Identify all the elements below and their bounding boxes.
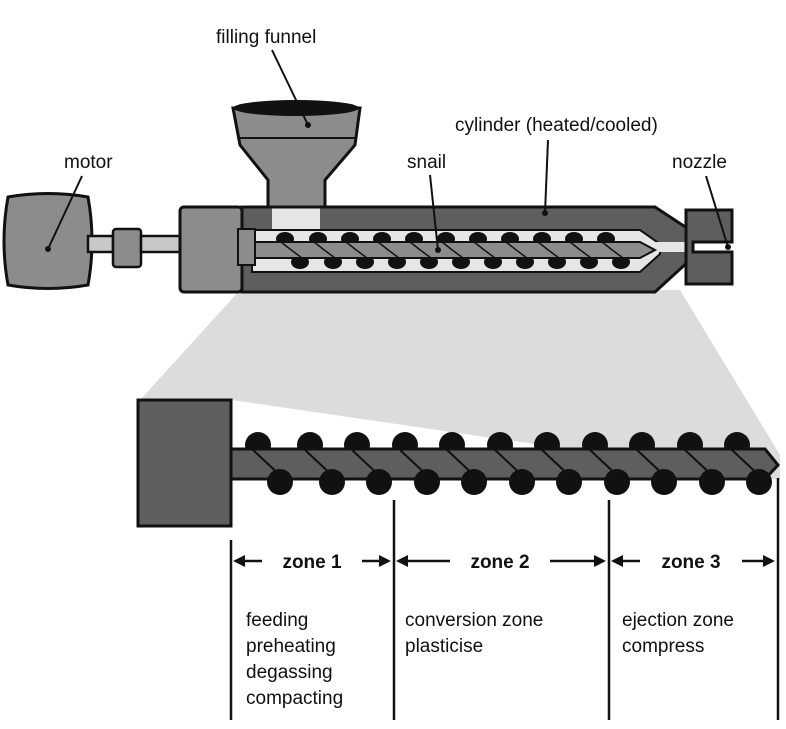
small-flight-edge: [345, 241, 368, 259]
drive-shaft: [86, 227, 183, 269]
nozzle: [684, 208, 734, 286]
large-flight-bottom: [414, 469, 440, 495]
zone-1-heading: zone 1: [282, 552, 342, 573]
large-screw-flights-front: [251, 448, 772, 495]
cylinder-label: cylinder (heated/cooled): [455, 115, 658, 136]
motor: [2, 192, 94, 290]
nozzle-label: nozzle: [672, 152, 727, 173]
large-flight-edge: [493, 448, 527, 480]
large-flight-bottom: [556, 469, 582, 495]
small-flight-edge: [409, 241, 432, 259]
motor-label: motor: [64, 152, 113, 173]
large-flight-edge: [635, 448, 669, 480]
zone-3-line-1: ejection zone: [622, 610, 734, 631]
large-flight-bottom: [746, 469, 772, 495]
leader-lines: [47, 49, 729, 253]
small-flight-edge: [280, 241, 303, 259]
zone-2-heading: zone 2: [470, 552, 529, 573]
large-flight-edge: [350, 448, 384, 480]
zone-1-line-3: degassing: [246, 662, 333, 683]
large-flight-bottom: [604, 469, 630, 495]
large-flight-bottom: [699, 469, 725, 495]
large-flight-edge: [303, 448, 337, 480]
zone-3-line-2: compress: [622, 636, 704, 657]
large-flight-bottom: [509, 469, 535, 495]
snail-label: snail: [407, 152, 446, 173]
large-flight-bottom: [366, 469, 392, 495]
large-flight-edge: [588, 448, 622, 480]
large-flight-edge: [540, 448, 574, 480]
large-flight-edge: [398, 448, 432, 480]
large-flight-edge: [683, 448, 717, 480]
large-flight-bottom: [651, 469, 677, 495]
small-screw-flights-front: [280, 241, 624, 259]
zone-1-line-4: compacting: [246, 688, 343, 709]
small-flight-edge: [505, 241, 528, 259]
zone-arrows: [233, 555, 775, 567]
small-flight-edge: [313, 241, 336, 259]
small-flight-edge: [473, 241, 496, 259]
small-screw: [237, 228, 658, 269]
drive-housing: [178, 205, 244, 294]
zone-1-line-1: feeding: [246, 610, 308, 631]
small-flight-edge: [601, 241, 624, 259]
large-flight-edge: [730, 448, 764, 480]
small-flight-edge: [537, 241, 560, 259]
zone-1-line-2: preheating: [246, 636, 336, 657]
zone-boundaries: [229, 478, 780, 720]
zoom-fan: [140, 290, 780, 480]
zone-3-heading: zone 3: [661, 552, 720, 573]
filling-funnel-label: filling funnel: [216, 27, 316, 48]
zone-2-line-1: conversion zone: [405, 610, 543, 631]
small-flight-edge: [377, 241, 400, 259]
large-flight-bottom: [319, 469, 345, 495]
filling-funnel: [231, 100, 362, 209]
large-flight-edge: [251, 448, 285, 480]
large-flight-edge: [445, 448, 479, 480]
large-flight-bottom: [461, 469, 487, 495]
zone-2-line-2: plasticise: [405, 636, 483, 657]
small-flight-edge: [569, 241, 592, 259]
small-flight-edge: [441, 241, 464, 259]
large-screw: [136, 398, 780, 528]
large-flight-bottom: [267, 469, 293, 495]
